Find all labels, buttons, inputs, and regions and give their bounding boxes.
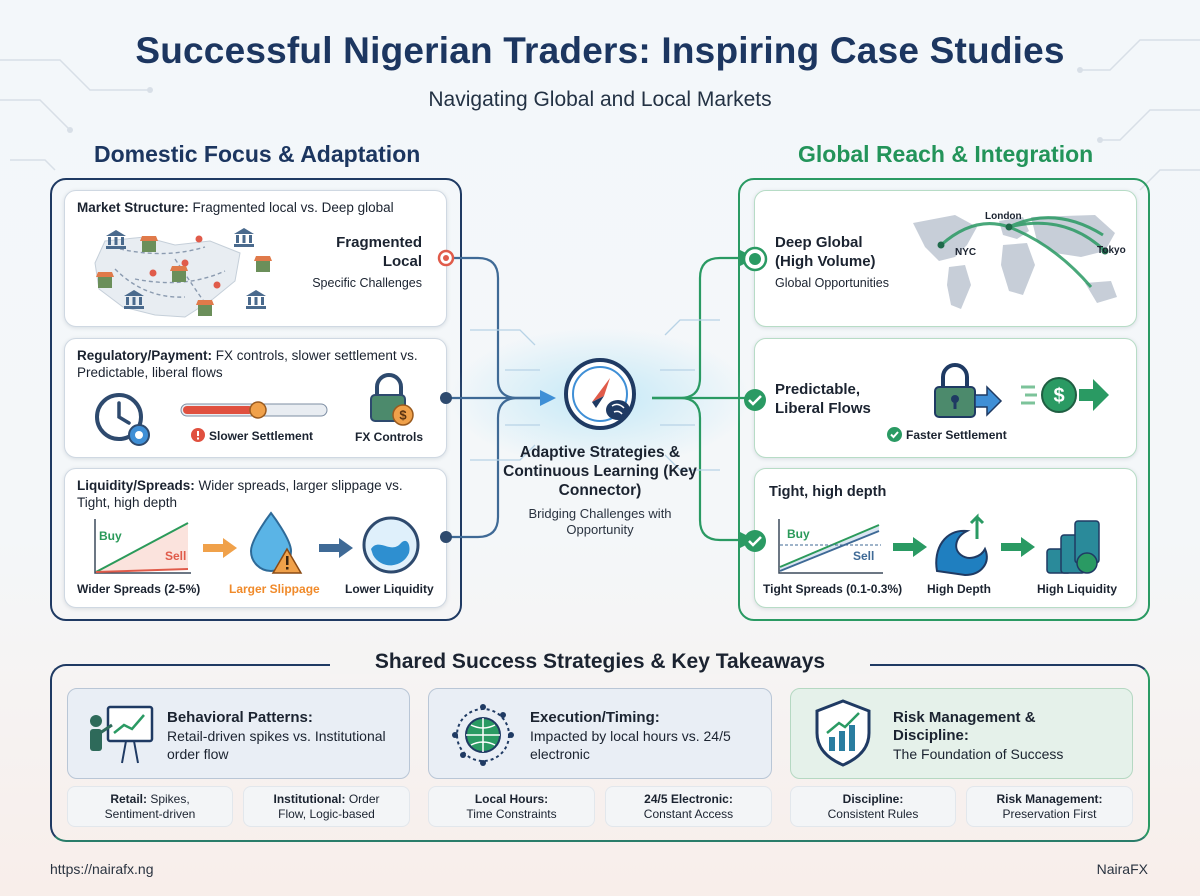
liquidity-card: Liquidity/Spreads: Wider spreads, larger… — [64, 468, 447, 608]
chip-discipline: Discipline:Consistent Rules — [790, 786, 956, 827]
high-depth-label: High Depth — [927, 582, 991, 596]
alert-icon — [191, 428, 205, 442]
city-tokyo: Tokyo — [1097, 245, 1126, 256]
market-stall-icon — [254, 256, 272, 272]
check-circle-icon — [744, 530, 766, 552]
page-title: Successful Nigerian Traders: Inspiring C… — [135, 30, 1065, 71]
city-nyc: NYC — [955, 247, 977, 258]
behavioral-patterns-title: Behavioral Patterns: — [167, 709, 313, 726]
bank-icon — [234, 228, 254, 247]
execution-timing-title: Execution/Timing: — [530, 709, 660, 726]
shared-strategies-heading: Shared Success Strategies & Key Takeaway… — [330, 650, 870, 674]
tight-depth-title: Tight, high depth — [769, 484, 887, 500]
check-circle-icon — [744, 389, 766, 411]
center-connector-subtitle: Bridging Challenges with Opportunity — [528, 506, 672, 537]
slower-settlement-label: Slower Settlement — [209, 429, 314, 443]
chip-local-hours: Local Hours:Time Constraints — [428, 786, 595, 827]
check-circle-icon — [887, 427, 902, 442]
buy-label: Buy — [787, 527, 810, 541]
padlock-dollar-icon: $ — [370, 373, 414, 426]
global-opportunities-label: Global Opportunities — [775, 276, 889, 290]
risk-management-title: Risk Management & Discipline: — [893, 709, 1036, 744]
world-map-icon — [913, 215, 1117, 309]
shield-chart-icon — [815, 699, 871, 767]
tight-spread-chart-icon — [778, 519, 883, 574]
specific-challenges-label: Specific Challenges — [312, 276, 422, 290]
chip-retail: Retail: Spikes,Sentiment-driven — [67, 786, 233, 827]
water-drop-warning-icon — [249, 511, 303, 574]
wide-spread-chart-icon — [94, 519, 191, 574]
market-structure-card: Market Structure: Fragmented local vs. D… — [64, 190, 447, 327]
sell-label: Sell — [165, 549, 187, 563]
sell-label: Sell — [853, 549, 875, 563]
market-structure-text: Market Structure: Fragmented local vs. D… — [77, 200, 394, 215]
domestic-heading: Domestic Focus & Adaptation — [94, 141, 421, 167]
page-subtitle: Navigating Global and Local Markets — [428, 88, 772, 111]
market-stall-icon — [140, 236, 158, 252]
high-liquidity-label: High Liquidity — [1037, 582, 1117, 596]
high-depth-card: Tight, high depth Buy Sell Tight Spreads… — [744, 468, 1137, 608]
bank-icon — [106, 230, 126, 249]
market-stall-icon — [170, 266, 188, 282]
center-connector-title: Adaptive Strategies & Continuous Learnin… — [503, 444, 697, 499]
arrow-right-icon — [319, 538, 353, 558]
buy-label: Buy — [99, 529, 122, 543]
footer-url[interactable]: https://nairafx.ng — [50, 861, 154, 877]
clock-gear-icon — [95, 393, 150, 446]
presenter-chart-icon — [90, 705, 154, 764]
market-stall-icon — [196, 300, 214, 316]
chip-electronic: 24/5 Electronic:Constant Access — [605, 786, 772, 827]
wave-icon — [935, 513, 988, 577]
risk-management-text: The Foundation of Success — [893, 746, 1064, 762]
svg-text:$: $ — [399, 408, 407, 423]
risk-management-card: Risk Management & Discipline: The Founda… — [790, 688, 1133, 779]
bank-icon — [246, 290, 266, 309]
bank-icon — [124, 290, 144, 309]
market-stall-icon — [96, 272, 114, 288]
regulatory-card: Regulatory/Payment: FX controls, slower … — [64, 338, 447, 458]
footer-brand: NairaFX — [1096, 861, 1148, 877]
larger-slippage-label: Larger Slippage — [229, 582, 320, 596]
fx-controls-label: FX Controls — [355, 430, 423, 444]
execution-timing-text: Impacted by local hours vs. 24/5 electro… — [530, 728, 731, 762]
lower-liquidity-label: Lower Liquidity — [345, 582, 434, 596]
execution-timing-card: Execution/Timing: Impacted by local hour… — [428, 688, 772, 779]
arrow-right-icon — [203, 538, 237, 558]
arrow-right-icon — [1001, 537, 1035, 557]
predictable-flows-label: Predictable,Liberal Flows — [775, 381, 871, 417]
behavioral-patterns-text: Retail-driven spikes vs. Institutional o… — [167, 728, 386, 762]
svg-text:$: $ — [1053, 385, 1064, 407]
deep-global-label: Deep Global(High Volume) — [775, 234, 876, 270]
check-circle-icon — [742, 246, 768, 272]
global-heading: Global Reach & Integration — [798, 141, 1094, 167]
tight-spreads-label: Tight Spreads (0.1-0.3%) — [763, 582, 903, 596]
liquid-orb-icon — [362, 516, 420, 574]
globe-network-icon — [452, 704, 514, 766]
padlock-arrow-icon — [934, 363, 1003, 418]
settlement-progress-bar — [180, 401, 328, 419]
wider-spreads-label: Wider Spreads (2-5%) — [77, 582, 201, 596]
liberal-flows-card: Predictable,Liberal Flows $ Faster Settl… — [744, 338, 1137, 458]
compass-brain-icon — [564, 358, 636, 430]
city-london: London — [985, 211, 1022, 222]
behavioral-patterns-card: Behavioral Patterns: Retail-driven spike… — [67, 688, 410, 779]
deep-global-card: Deep Global(High Volume) Global Opportun… — [742, 190, 1137, 327]
dollar-arrow-icon: $ — [1021, 377, 1109, 413]
liquidity-text: Liquidity/Spreads: Wider spreads, larger… — [77, 478, 403, 510]
arrow-right-icon — [893, 537, 927, 557]
faster-settlement-label: Faster Settlement — [906, 428, 1007, 442]
coin-stack-icon — [1046, 520, 1100, 574]
chip-risk-management: Risk Management:Preservation First — [966, 786, 1133, 827]
regulatory-text: Regulatory/Payment: FX controls, slower … — [77, 348, 418, 380]
